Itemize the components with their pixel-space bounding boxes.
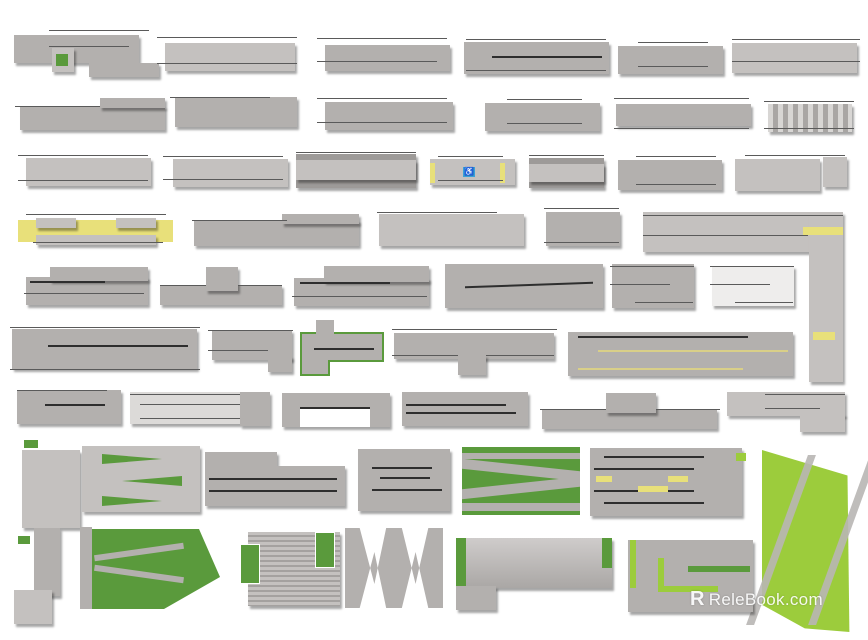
landscape-ramp-r9-4 xyxy=(452,536,620,612)
ramp-model-r3-5 xyxy=(529,152,609,192)
ramp-model-r1-6 xyxy=(730,35,862,77)
ramp-model-r5-1 xyxy=(24,265,152,307)
ramp-model-r6-1 xyxy=(10,325,202,373)
ramp-model-r7-3 xyxy=(280,393,392,429)
ramp-model-r2-2 xyxy=(170,95,300,131)
ramp-model-r2-4 xyxy=(485,97,605,133)
ramp-model-r5-6 xyxy=(710,262,800,310)
landscape-ramp-r8-7 xyxy=(746,450,868,635)
ramp-model-r3-2 xyxy=(163,153,293,189)
landscape-ramp-r8-2 xyxy=(82,438,202,514)
ramp-model-r2-5 xyxy=(614,94,754,136)
ramp-model-r4-1 xyxy=(18,204,174,250)
ramp-model-r6-5 xyxy=(568,330,798,380)
landscape-ramp-r9-1 xyxy=(80,527,225,612)
ramp-model-r1-5 xyxy=(618,40,728,76)
ramp-model-r4-3 xyxy=(377,206,527,248)
watermark-text: ReleBook.com xyxy=(708,590,823,609)
landscape-ramp-r8-5 xyxy=(462,447,582,517)
landscape-ramp-r8-1 xyxy=(12,440,80,625)
ramp-model-r3-3 xyxy=(296,150,426,190)
relebook-logo-icon: R xyxy=(690,588,705,610)
ramp-model-r7-2 xyxy=(130,390,272,428)
ramp-model-r6-2 xyxy=(208,326,296,376)
ramp-model-r3-1 xyxy=(18,152,158,190)
ramp-model-r5-5 xyxy=(610,262,696,310)
ramp-model-r6-4 xyxy=(392,325,560,380)
ramp-model-r2-1 xyxy=(15,96,167,132)
landscape-ramp-r9-2 xyxy=(240,530,342,608)
ramp-model-r1-2 xyxy=(157,35,302,73)
ramp-model-r5-3 xyxy=(292,264,432,308)
wheelchair-accessibility-icon: ♿ xyxy=(463,167,475,177)
ramp-model-r1-4 xyxy=(464,34,614,76)
ramp-model-r4-2 xyxy=(192,212,362,252)
ramp-model-r2-3 xyxy=(317,92,457,132)
ramp-model-r4-5 xyxy=(643,207,843,382)
ramp-model-r1-3 xyxy=(317,35,457,73)
ramp-model-r5-2 xyxy=(160,265,285,307)
ramp-model-r7-6 xyxy=(725,390,850,434)
landscape-ramp-r8-4 xyxy=(358,447,453,513)
landscape-ramp-r9-3 xyxy=(345,528,445,610)
ramp-model-r7-1 xyxy=(15,390,125,426)
ramp-model-r1-1 xyxy=(14,30,159,80)
landscape-ramp-r9-5 xyxy=(628,540,756,615)
ramp-model-r4-4 xyxy=(544,204,624,250)
planter-icon xyxy=(56,54,68,66)
ramp-model-r2-6 xyxy=(764,98,856,136)
ramp-model-r3-7 xyxy=(735,153,850,195)
ramp-model-r3-6 xyxy=(618,152,730,192)
ramp-model-r5-4 xyxy=(445,262,605,310)
ramp-model-r3-4: ♿ xyxy=(430,153,520,189)
landscape-ramp-r8-3 xyxy=(205,452,350,510)
ramp-model-r6-3 xyxy=(300,320,384,376)
ramp-model-r7-5 xyxy=(540,393,722,433)
ramp-model-r7-4 xyxy=(400,390,532,430)
landscape-ramp-r8-6 xyxy=(590,448,746,523)
